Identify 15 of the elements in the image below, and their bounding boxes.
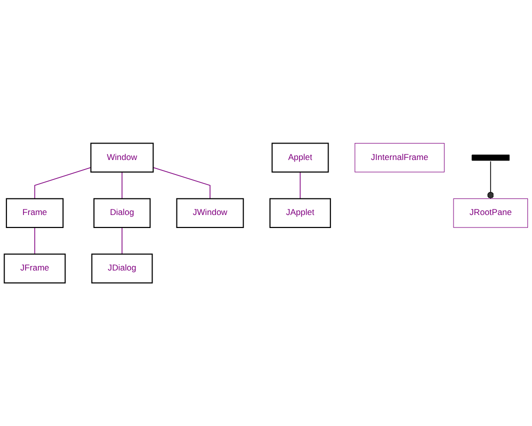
node-box: Dialog [93, 198, 151, 228]
node-box: JDialog [91, 254, 153, 284]
connector [487, 160, 494, 199]
connector [152, 166, 210, 199]
connector [34, 167, 92, 199]
node-box: JWindow [176, 198, 244, 228]
connector [34, 226, 36, 254]
node-box: Frame [6, 198, 64, 228]
node-box: JFrame [4, 254, 66, 284]
node-box: Applet [272, 142, 329, 172]
node-box: JRootPane [453, 198, 528, 228]
node-box: Window [90, 142, 154, 172]
connector [300, 172, 301, 199]
node-box: JInternalFrame [354, 142, 445, 172]
node-box: JApplet [269, 198, 331, 228]
